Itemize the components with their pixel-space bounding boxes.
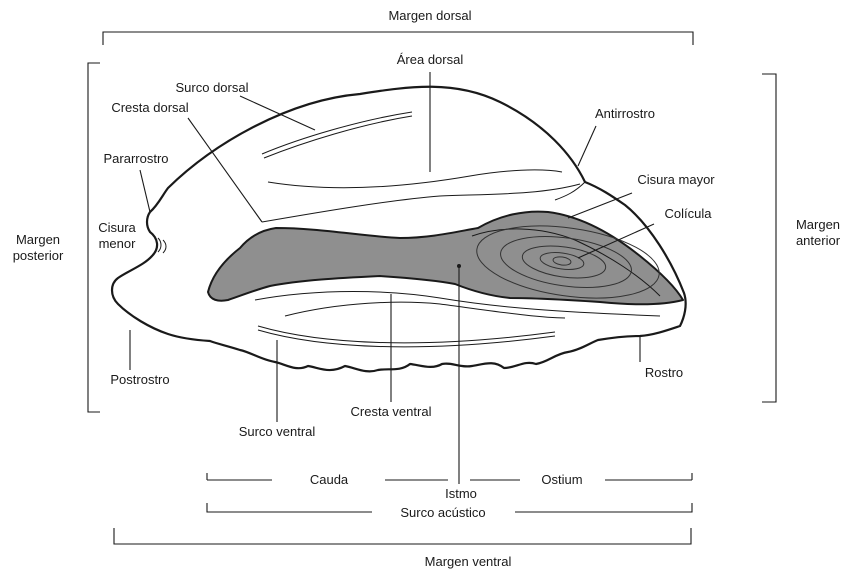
rostro-label: Rostro — [645, 365, 683, 380]
ostium-divider-right — [605, 473, 692, 480]
margen-posterior-label-line2: posterior — [13, 248, 64, 263]
ostium-label: Ostium — [541, 472, 582, 487]
antirrostro-label: Antirrostro — [595, 106, 655, 121]
cresta-dorsal-label: Cresta dorsal — [111, 100, 188, 115]
cresta-ventral-label: Cresta ventral — [351, 404, 432, 419]
colicula-label: Colícula — [665, 206, 713, 221]
surco-ventral-label: Surco ventral — [239, 424, 316, 439]
margen-anterior-label-line2: anterior — [796, 233, 841, 248]
surco-acustico-bracket-right — [515, 503, 692, 512]
cisura-mayor-label: Cisura mayor — [637, 172, 715, 187]
cisura-menor-label-line2: menor — [99, 236, 137, 251]
margen-anterior-bracket — [762, 74, 776, 402]
pararrostro-label: Pararrostro — [103, 151, 168, 166]
postrostro-annotation: Postrostro — [110, 330, 169, 387]
area-dorsal-label: Área dorsal — [397, 52, 464, 67]
rostro-annotation: Rostro — [640, 336, 683, 380]
surco-acustico-label: Surco acústico — [400, 505, 485, 520]
surco-dorsal-label: Surco dorsal — [176, 80, 249, 95]
margen-posterior-label-line1: Margen — [16, 232, 60, 247]
cisura-menor-label-line1: Cisura — [98, 220, 136, 235]
margen-anterior-label-line1: Margen — [796, 217, 840, 232]
otolith-body — [112, 87, 686, 372]
antirrostro-leader — [578, 126, 596, 166]
margen-dorsal-bracket — [103, 32, 693, 45]
surco-acustico-bracket-left — [207, 503, 372, 512]
surco-acustico-annotation: Surco acústico — [207, 503, 692, 520]
margen-ventral-bracket — [114, 528, 691, 544]
cisura-menor-annotation: Cisura menor — [98, 220, 136, 251]
cauda-divider-left — [207, 473, 272, 480]
pararrostro-leader — [140, 170, 150, 212]
postrostro-label: Postrostro — [110, 372, 169, 387]
istmo-label: Istmo — [445, 486, 477, 501]
margen-ventral-label: Margen ventral — [425, 554, 512, 569]
cauda-ostium-row: Cauda Ostium — [207, 472, 692, 487]
antirrostro-annotation: Antirrostro — [578, 106, 655, 166]
cauda-label: Cauda — [310, 472, 349, 487]
margen-dorsal-label: Margen dorsal — [388, 8, 471, 23]
